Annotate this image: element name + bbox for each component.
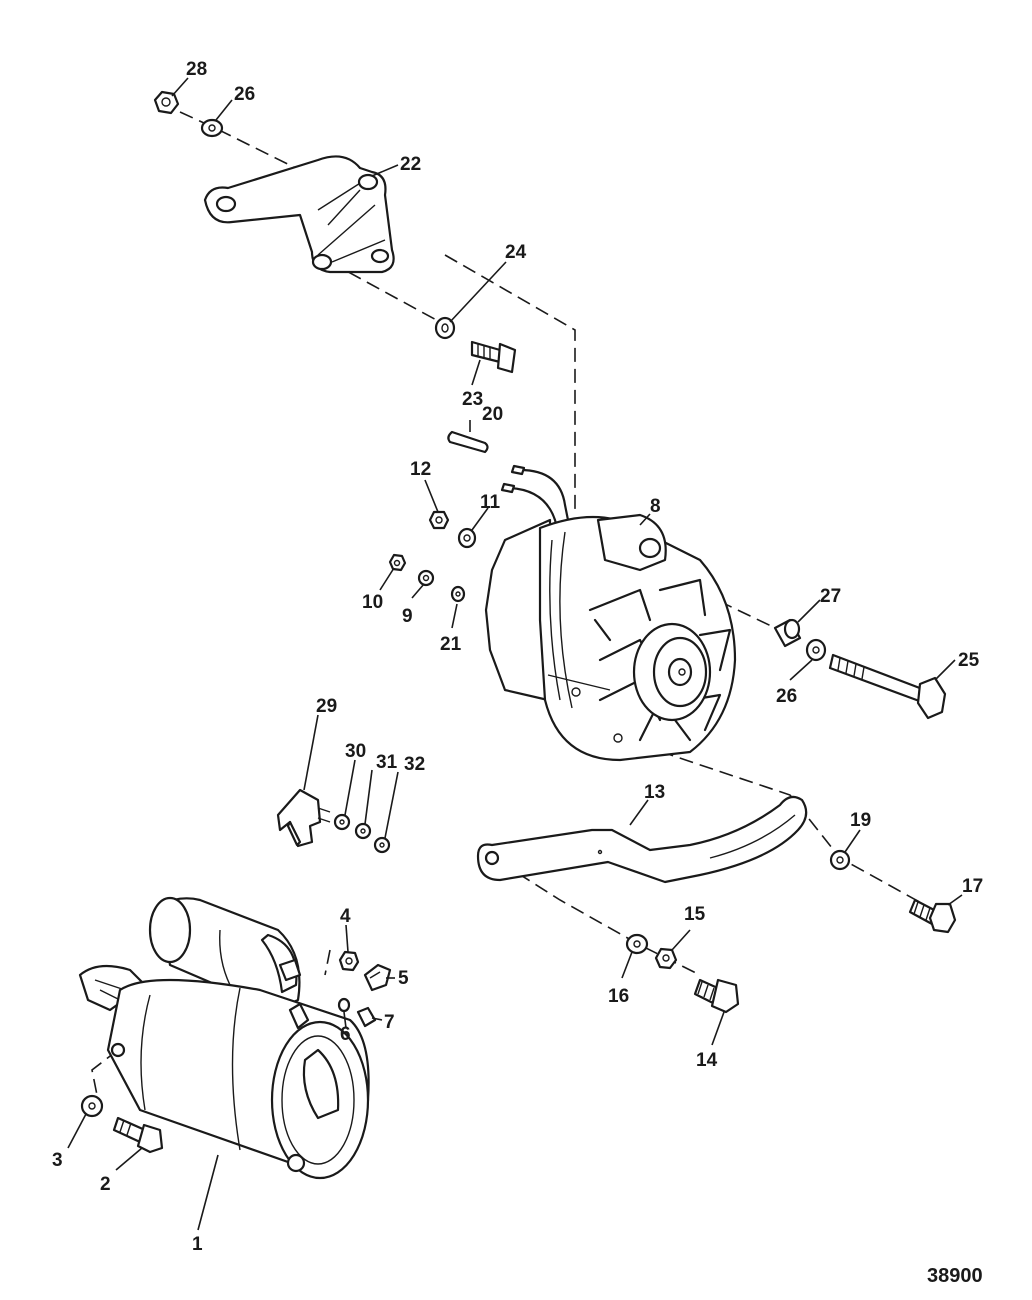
callout-5: 5 [398,968,409,989]
washer-26-right [805,638,827,662]
callout-30: 30 [345,741,366,762]
leader-lines [67,77,963,1231]
callout-29: 29 [316,696,337,717]
bolt-2 [112,1116,164,1154]
callout-1: 1 [192,1234,203,1255]
terminal-block-29 [276,788,331,848]
washer-16 [625,933,649,955]
bolt-14 [693,978,740,1014]
nut-15 [654,947,678,970]
callout-20: 20 [482,404,503,425]
starter-motor-1 [78,896,370,1180]
callout-4: 4 [340,906,351,927]
nut-6 [337,997,351,1013]
nut-4 [338,950,360,972]
callout-9: 9 [402,606,413,627]
nut-12 [428,510,450,530]
bolt-23 [470,340,517,374]
callout-10: 10 [362,592,383,613]
washer-19 [829,849,851,871]
nut-30 [333,813,351,831]
callout-28: 28 [186,59,207,80]
bolt-25 [828,653,947,720]
callout-32: 32 [404,754,425,775]
callout-15: 15 [684,904,706,925]
callout-13: 13 [644,782,665,803]
callout-14: 14 [696,1050,718,1071]
callout-31: 31 [376,752,398,773]
callout-labels: 28 26 22 24 23 20 12 11 8 10 9 21 27 25 … [52,59,983,1255]
nut-32 [373,836,391,854]
alternator-8 [484,464,737,762]
callout-8: 8 [650,496,661,517]
washer-24 [434,316,456,340]
washer-26-top [200,118,224,138]
nut-28 [153,90,180,115]
square-nut-7 [356,1006,377,1028]
lockwasher-9 [417,569,435,587]
callout-25: 25 [958,650,980,671]
callout-19: 19 [850,810,871,831]
callout-26-top: 26 [234,84,255,105]
callout-16: 16 [608,986,629,1007]
callout-2: 2 [100,1174,111,1195]
callout-22: 22 [400,154,421,175]
washer-11 [457,527,477,549]
washer-21 [450,585,466,603]
callout-24: 24 [505,242,527,263]
callout-21: 21 [440,634,462,655]
pin-20 [447,430,489,454]
callout-12: 12 [410,459,431,480]
callout-6: 6 [340,1024,351,1045]
nut-10 [388,553,407,572]
callout-11: 11 [480,492,501,513]
washer-3 [80,1094,104,1118]
adjusting-arm-13 [476,795,808,884]
callout-23: 23 [462,389,483,410]
spacer-27 [773,618,802,648]
callout-26-right: 26 [776,686,797,707]
callout-27: 27 [820,586,841,607]
callout-3: 3 [52,1150,63,1171]
callout-7: 7 [384,1012,395,1033]
reference-number: 38900 [927,1265,983,1287]
callout-17: 17 [962,876,983,897]
lockwasher-31 [354,822,372,840]
upper-mounting-bracket [203,155,395,274]
